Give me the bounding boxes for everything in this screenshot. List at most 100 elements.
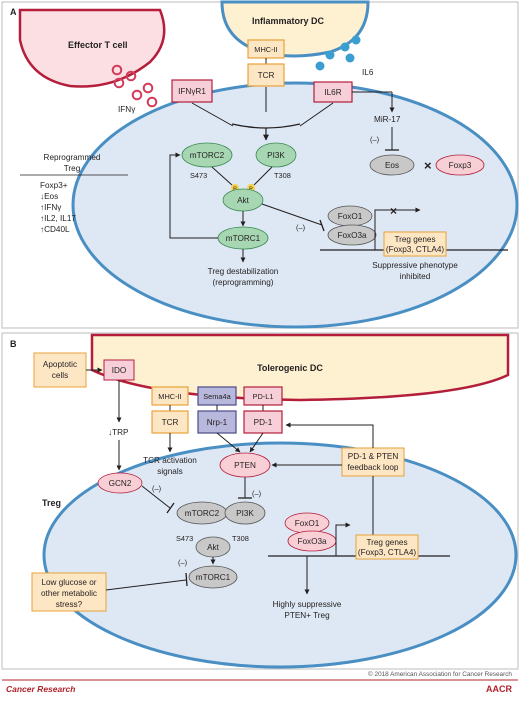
mtorc2-label-a: mTORC2 xyxy=(190,151,225,160)
copyright: © 2018 American Association for Cancer R… xyxy=(368,670,512,678)
treg-cell-b xyxy=(42,441,518,669)
marker-0: Foxp3+ xyxy=(40,181,68,190)
destab-line1: Treg destabilization xyxy=(208,267,279,276)
treg-label-b: Treg xyxy=(42,498,61,508)
marker-1: ↓Eos xyxy=(40,192,58,201)
ifng-label: IFNγ xyxy=(118,105,136,114)
eos-label: Eos xyxy=(385,161,399,170)
pi3k-label-a: PI3K xyxy=(267,151,285,160)
marker-3: ↑IL2, IL17 xyxy=(40,214,76,223)
treg-genes-a-line1: Treg genes xyxy=(394,235,435,244)
mtorc2-node-a xyxy=(181,142,233,168)
t308-label-b: T308 xyxy=(232,534,249,543)
mtorc1-label-b: mTORC1 xyxy=(196,573,231,582)
foxp3-node xyxy=(435,154,485,176)
mir17-label: MiR-17 xyxy=(374,115,401,124)
mhc-ii-label-b: MHC-II xyxy=(158,392,181,401)
s473-label-b: S473 xyxy=(176,534,193,543)
stress-line3: stress? xyxy=(56,600,83,609)
tolerogenic-dc xyxy=(90,333,510,402)
effector-t-cell-label: Effector T cell xyxy=(68,40,128,50)
reprogrammed-line1: Reprogrammed xyxy=(44,153,101,162)
panel-b: B Tolerogenic DC Treg Apoptotic cells ID… xyxy=(1,332,519,670)
tcr-label-a: TCR xyxy=(258,71,275,80)
stress-line1: Low glucose or xyxy=(41,578,96,587)
akt-label-a: Akt xyxy=(237,196,250,205)
suppressive-b-line1: Highly suppressive xyxy=(273,600,342,609)
foxo1-label-b: FoxO1 xyxy=(295,519,320,528)
svg-text:P: P xyxy=(249,187,253,193)
feedback-line2: feedback loop xyxy=(348,463,399,472)
footer-bar xyxy=(2,680,518,695)
treg-genes-box-b xyxy=(355,534,419,560)
mtorc1-node-b xyxy=(188,565,238,589)
gcn2-node xyxy=(97,472,143,494)
publisher-logo: AACR xyxy=(486,684,512,694)
inhibit-mark-pten: (–) xyxy=(252,489,261,498)
treg-genes-box-a xyxy=(383,231,447,257)
feedback-line1: PD-1 & PTEN xyxy=(348,452,399,461)
foxo3a-node-a xyxy=(327,224,377,246)
journal-name: Cancer Research xyxy=(6,684,75,694)
metabolic-stress-box xyxy=(31,572,107,612)
treg-genes-a-line2: (Foxp3, CTLA4) xyxy=(386,245,445,254)
panel-a: A Effector T cell IFNγ Inflammatory DC xyxy=(1,0,519,329)
trp-label: ↓TRP xyxy=(108,428,129,437)
suppressive-b-line2: PTEN+ Treg xyxy=(284,611,330,620)
pi3k-node-b xyxy=(224,501,266,525)
s473-label-a: S473 xyxy=(190,171,207,180)
inhibit-mark-akt: (–) xyxy=(296,223,305,232)
pi3k-node-a xyxy=(255,142,297,168)
treg-cell-a xyxy=(71,81,519,329)
pi3k-label-b: PI3K xyxy=(236,509,254,518)
apoptotic-cells-box xyxy=(33,352,87,388)
akt-label-b: Akt xyxy=(207,543,220,552)
inhibit-mark-stress: (–) xyxy=(178,558,187,567)
mtorc2-label-b: mTORC2 xyxy=(185,509,220,518)
inflammatory-dc-label: Inflammatory DC xyxy=(252,16,325,26)
tcr-label-b: TCR xyxy=(162,418,179,427)
marker-2: ↑IFNγ xyxy=(40,203,62,212)
il6-label: IL6 xyxy=(362,68,374,77)
apoptotic-line1: Apoptotic xyxy=(43,360,77,369)
pten-label: PTEN xyxy=(234,461,256,470)
feedback-loop-box xyxy=(341,447,405,477)
ifng-molecules xyxy=(111,64,158,108)
pd1-label: PD-1 xyxy=(254,418,273,427)
inhibit-mark-gcn2: (–) xyxy=(152,484,161,493)
mhc-ii-label-a: MHC-II xyxy=(254,45,277,54)
tcr-box-a xyxy=(247,63,285,87)
footer: © 2018 American Association for Cancer R… xyxy=(2,670,518,695)
sema4a-label: Sema4a xyxy=(203,392,231,401)
il6r-label: IL6R xyxy=(324,88,341,97)
times-mark: × xyxy=(424,158,432,173)
ido-label: IDO xyxy=(112,366,127,375)
block-mark: × xyxy=(390,204,397,218)
suppressive-a-line2: inhibited xyxy=(400,272,431,281)
tolerogenic-dc-label: Tolerogenic DC xyxy=(257,363,323,373)
convergence-brace xyxy=(231,123,301,129)
ifngr1-label: IFNγR1 xyxy=(178,87,206,96)
gcn2-label: GCN2 xyxy=(109,479,132,488)
treg-genes-b-line1: Treg genes xyxy=(366,538,407,547)
ifngr1-box xyxy=(171,79,213,103)
apoptotic-line2: cells xyxy=(52,371,68,380)
foxp3-label: Foxp3 xyxy=(449,161,472,170)
effector-t-cell: Effector T cell xyxy=(18,8,166,88)
il6-molecules xyxy=(315,35,361,71)
panel-a-letter: A xyxy=(10,7,17,17)
panel-b-letter: B xyxy=(10,339,17,349)
tcr-signal-line2: signals xyxy=(157,467,183,476)
eos-node xyxy=(369,154,415,176)
pdl1-label: PD-L1 xyxy=(253,392,274,401)
destab-line2: (reprogramming) xyxy=(213,278,274,287)
marker-4: ↑CD40L xyxy=(40,225,70,234)
mtorc1-label-a: mTORC1 xyxy=(226,234,261,243)
t308-label-a: T308 xyxy=(274,171,291,180)
reprogrammed-line2: Treg xyxy=(64,164,81,173)
nrp1-label: Nrp-1 xyxy=(207,418,228,427)
foxo1-label-a: FoxO1 xyxy=(338,212,363,221)
foxo3a-label-a: FoxO3a xyxy=(337,231,367,240)
